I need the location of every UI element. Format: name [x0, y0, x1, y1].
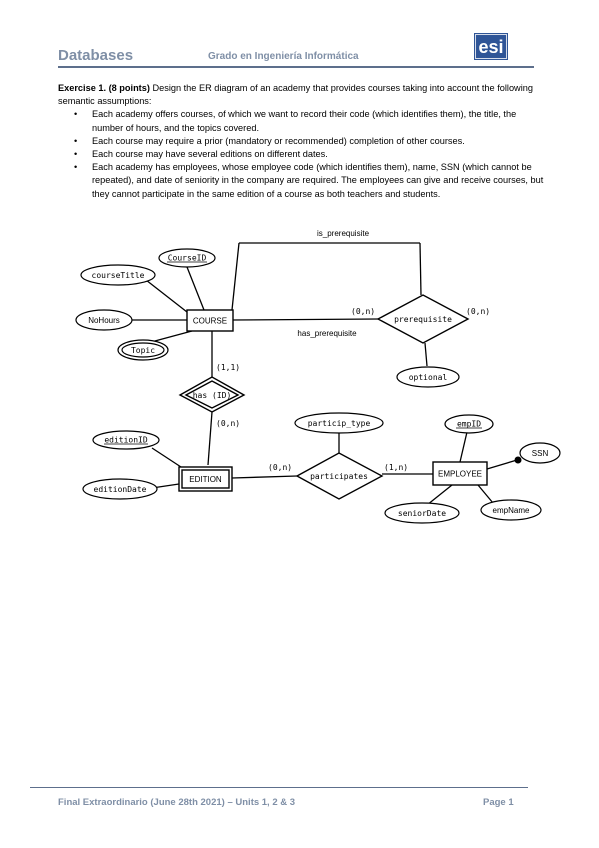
exercise-intro-text: Design the ER diagram of an academy that… — [58, 83, 533, 107]
entity-course-label: COURSE — [193, 317, 227, 326]
esi-logo: esi — [474, 33, 508, 60]
header-subtitle: Grado en Ingeniería Informática — [208, 51, 359, 62]
attr-nohours-label: NoHours — [88, 316, 120, 325]
attr-empname — [480, 499, 542, 521]
attr-optional — [396, 366, 460, 388]
attr-nohours — [75, 309, 133, 331]
role-is-prerequisite: is_prerequisite — [317, 229, 370, 238]
attr-particip-type-label: particip_type — [308, 419, 371, 428]
rel-participates — [295, 452, 384, 500]
attr-empname-label: empName — [493, 506, 530, 515]
ssn-unique-marker — [514, 456, 522, 464]
card-prereq-right: (0,n) — [466, 307, 490, 316]
attr-courseid — [158, 248, 216, 268]
attr-editionid — [92, 430, 160, 450]
rel-has-id-label: has (ID) — [193, 391, 232, 400]
card-course-prereq: (0,n) — [351, 307, 375, 316]
rel-has-id-inner — [184, 380, 240, 409]
entity-employee — [432, 461, 488, 486]
attr-courseid-label: CourseID — [168, 254, 207, 263]
assumption-item: Each course may have several editions on… — [74, 148, 548, 161]
attr-optional-label: optional — [409, 373, 448, 382]
attr-topic-label: Topic — [131, 346, 155, 355]
attr-seniordate — [384, 502, 460, 524]
attr-empid — [444, 414, 494, 434]
rel-prerequisite-label: prerequisite — [394, 315, 452, 324]
entity-edition-inner — [181, 469, 230, 489]
entity-edition-label: EDITION — [189, 475, 222, 484]
assumption-list: Each academy offers courses, of which we… — [58, 108, 548, 200]
exercise-statement: Exercise 1. (8 points) Design the ER dia… — [58, 82, 548, 201]
attr-coursetitle-label: courseTitle — [92, 271, 145, 280]
header-title: Databases — [58, 47, 134, 64]
role-has-prerequisite: has_prerequisite — [297, 329, 357, 338]
card-hasid-edition: (0,n) — [216, 419, 240, 428]
card-edition-particip: (0,n) — [268, 463, 292, 472]
card-particip-employee: (1,n) — [384, 463, 408, 472]
assumption-item: Each academy has employees, whose employ… — [74, 161, 548, 201]
page-number: Page 1 — [483, 797, 514, 808]
attr-seniordate-label: seniorDate — [398, 509, 446, 518]
attr-ssn — [519, 442, 561, 464]
attr-topic-inner — [121, 342, 165, 358]
footer-divider — [30, 787, 528, 788]
attr-editiondate — [82, 478, 158, 500]
rel-prerequisite — [376, 294, 470, 344]
entity-employee-label: EMPLOYEE — [438, 470, 482, 479]
attr-ssn-label: SSN — [532, 449, 549, 458]
footer-exam-info: Final Extraordinario (June 28th 2021) – … — [58, 797, 296, 808]
exercise-intro: Exercise 1. (8 points) Design the ER dia… — [58, 82, 548, 108]
rel-participates-label: participates — [310, 472, 368, 481]
assumption-item: Each course may require a prior (mandato… — [74, 135, 548, 148]
attr-particip-type — [294, 412, 384, 434]
logo-text: esi — [478, 37, 503, 57]
attr-coursetitle — [80, 264, 156, 286]
assumption-item: Each academy offers courses, of which we… — [74, 108, 548, 134]
attr-editiondate-label: editionDate — [94, 485, 147, 494]
header-divider — [58, 66, 534, 68]
card-course-hasid: (1,1) — [216, 363, 240, 372]
attr-empid-label: empID — [457, 420, 481, 429]
attr-editionid-label: editionID — [104, 436, 148, 445]
entity-course — [186, 309, 234, 332]
exercise-label: Exercise 1. (8 points) — [58, 83, 150, 93]
